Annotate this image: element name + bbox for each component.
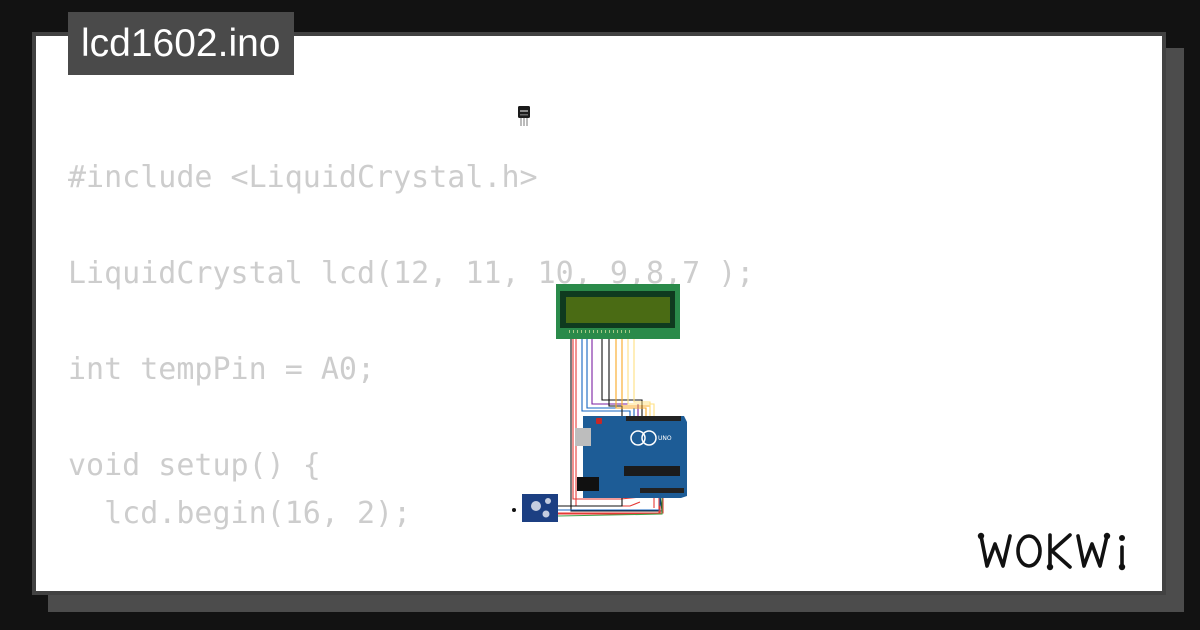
code-line: int tempPin = A0; (68, 352, 376, 387)
arduino-uno-board[interactable]: UNO (575, 416, 687, 498)
circuit-diagram: UNO (512, 106, 687, 522)
svg-text:UNO: UNO (658, 435, 672, 442)
wokwi-logo (977, 532, 1126, 571)
code-line: void setup() { (68, 448, 321, 483)
lcd-display[interactable] (556, 284, 680, 339)
code-line: #include <LiquidCrystal.h> (68, 160, 538, 195)
sensor-module[interactable] (512, 494, 558, 522)
preview-card: #include <LiquidCrystal.h>LiquidCrystal … (32, 32, 1166, 595)
code-line: lcd.begin(16, 2); (68, 496, 412, 531)
project-title: lcd1602.ino (68, 12, 294, 75)
temperature-sensor[interactable] (518, 106, 530, 126)
